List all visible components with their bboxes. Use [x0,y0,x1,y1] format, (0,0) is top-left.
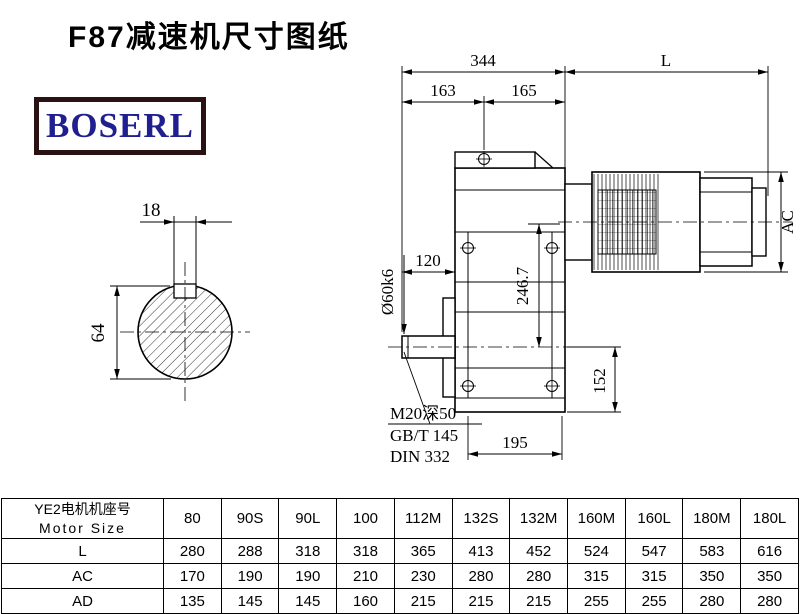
frame-size-col: 112M [393,498,453,539]
dim-cell: 547 [624,538,684,564]
note-tap: M20深50 [390,404,456,423]
table-header-row: YE2电机机座号 Motor Size 80 90S 90L 100 112M … [1,498,799,539]
dim-195-label: 195 [502,433,528,452]
frame-size-col: 160M [567,498,626,539]
dim-152-label: 152 [590,368,609,394]
dim-cell: 280 [163,538,222,564]
motor-size-header-cn: YE2电机机座号 [34,501,131,518]
thread-notes: M20深50 GB/T 145 DIN 332 [388,351,482,466]
frame-size-col: 90S [220,498,280,539]
dim-cell: 315 [567,563,626,589]
dim-cell: 215 [509,588,569,614]
dim-cell: 210 [336,563,395,589]
dim-cell: 616 [740,538,799,564]
table-row-L: L 280 288 318 318 365 413 452 524 547 58… [1,538,799,564]
shaft-diameter-label: Ø60k6 [378,269,397,315]
frame-size-col: 132M [509,498,569,539]
technical-drawing: 18 64 [88,51,797,466]
frame-size-col: 80 [163,498,222,539]
dim-344-label: 344 [470,51,496,70]
motor-size-header-en: Motor Size [39,519,126,536]
dim-cell: 160 [336,588,395,614]
dim-AC-label: AC [778,210,797,234]
dim-cell: 280 [451,563,511,589]
gearbox-body [442,150,566,413]
dim-cell: 280 [509,563,569,589]
dim-cell: 145 [278,588,338,614]
dim-cell: 135 [163,588,222,614]
note-gbt: GB/T 145 [390,426,458,445]
dim-cell: 365 [393,538,453,564]
row-label: AD [1,588,164,614]
page-title: F87减速机尺寸图纸 [68,21,350,54]
dim-246-label: 246.7 [513,266,532,305]
dim-cell: 230 [393,563,453,589]
frame-size-col: 132S [451,498,511,539]
key-width-label: 18 [142,200,161,221]
dim-cell: 315 [624,563,684,589]
motor [558,171,792,273]
dim-cell: 280 [740,588,799,614]
motor-size-table: YE2电机机座号 Motor Size 80 90S 90L 100 112M … [1,498,799,614]
table-row-AD: AD 135 145 145 160 215 215 215 255 255 2… [1,588,799,614]
shaft-section-view: 18 64 [88,200,250,402]
dim-163-label: 163 [430,81,456,100]
dim-cell: 255 [567,588,626,614]
dim-cell: 215 [393,588,453,614]
frame-size-col: 180L [740,498,799,539]
dim-L-label: L [661,51,671,70]
dim-120-label: 120 [415,251,441,270]
motor-size-header-cell: YE2电机机座号 Motor Size [1,498,164,539]
dim-cell: 350 [682,563,742,589]
table-row-AC: AC 170 190 190 210 230 280 280 315 315 3… [1,563,799,589]
dim-cell: 318 [278,538,338,564]
frame-size-col: 100 [336,498,395,539]
dim-cell: 170 [163,563,222,589]
row-label: AC [1,563,164,589]
key-height-label: 64 [88,323,109,343]
dim-cell: 215 [451,588,511,614]
dim-cell: 190 [220,563,280,589]
boserl-logo: BOSERL [34,97,206,155]
frame-size-col: 180M [682,498,742,539]
dim-cell: 288 [220,538,280,564]
note-din: DIN 332 [390,447,450,466]
frame-size-col: 160L [624,498,684,539]
dim-cell: 583 [682,538,742,564]
dim-cell: 524 [567,538,626,564]
dim-cell: 452 [509,538,569,564]
output-shaft [388,335,572,359]
dim-cell: 190 [278,563,338,589]
dim-cell: 255 [624,588,684,614]
dim-cell: 413 [451,538,511,564]
dim-cell: 145 [220,588,280,614]
dim-cell: 280 [682,588,742,614]
row-label: L [1,538,164,564]
dim-cell: 350 [740,563,799,589]
logo-text: BOSERL [46,106,194,145]
dim-165-label: 165 [511,81,537,100]
dim-cell: 318 [336,538,395,564]
dimension-lines: 344 L 163 165 120 Ø60k6 246.7 AC [378,51,797,460]
frame-size-col: 90L [278,498,338,539]
